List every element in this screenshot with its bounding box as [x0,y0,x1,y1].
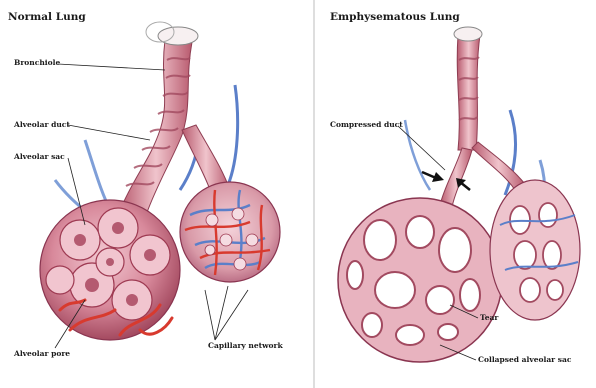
label-tear: Tear [480,314,498,322]
label-compressed-duct: Compressed duct [330,121,403,129]
vein-left-3 [228,85,238,185]
emphysematous-lung-title: Emphysematous Lung [330,12,460,23]
compressed-duct-shape [440,148,472,207]
arrow-left [422,172,436,178]
bronchiole-opening [158,27,198,45]
label-alveolar-duct: Alveolar duct [14,121,70,129]
emph-duct-branch [472,142,525,190]
emph-bronchiole-tube [457,35,480,150]
label-bronchiole: Bronchiole [14,59,60,67]
vein-right-3 [405,120,430,190]
normal-lung-title: Normal Lung [8,12,86,23]
label-capillary-network: Capillary network [208,342,283,350]
label-alveolar-sac: Alveolar sac [14,153,65,161]
capillary-cluster [180,182,280,282]
emphysematous-lung-art [338,27,580,362]
label-alveolar-pore: Alveolar pore [14,350,70,358]
label-collapsed-alveolar-sac: Collapsed alveolar sac [478,356,571,364]
